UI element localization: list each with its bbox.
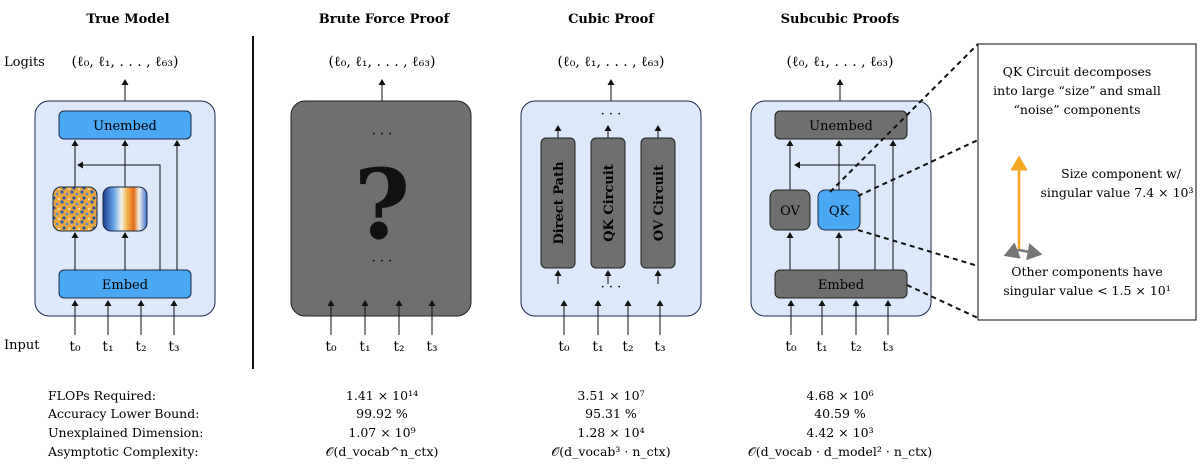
metric-value: 40.59 % xyxy=(814,406,866,421)
direct-path-label: Direct Path xyxy=(552,161,567,245)
noise-component-arrow xyxy=(1003,242,1021,259)
qk-callout-box xyxy=(977,43,1197,321)
metric-value: 1.07 × 10⁹ xyxy=(348,425,415,440)
cubic-bottom-ellipsis: · · · xyxy=(601,280,622,295)
top-ellipsis: · · · xyxy=(372,127,393,142)
qk-label: QK xyxy=(829,204,850,219)
token-t1: t₁ xyxy=(359,339,370,355)
metric-value: 3.51 × 10⁷ xyxy=(577,388,644,403)
token-t3: t₃ xyxy=(882,339,893,355)
title-cubic: Cubic Proof xyxy=(568,12,655,27)
logits-row-label: Logits xyxy=(4,55,45,70)
qk-circuit-label: QK Circuit xyxy=(602,164,617,242)
callout-connector xyxy=(857,139,979,197)
token-t1: t₁ xyxy=(816,339,827,355)
size-line2: singular value 7.4 × 10³ xyxy=(1040,185,1193,200)
metric-value: 1.28 × 10⁴ xyxy=(577,425,644,440)
callout-line2: into large “size” and small xyxy=(993,83,1161,98)
question-mark: ? xyxy=(354,148,410,261)
subcubic-embed-label: Embed xyxy=(818,278,864,293)
ov-label: OV xyxy=(780,204,800,219)
metric-value: 1.41 × 10¹⁴ xyxy=(346,388,418,403)
other-line1: Other components have xyxy=(1011,264,1162,279)
unembed-block xyxy=(58,110,192,140)
token-t2: t₂ xyxy=(850,339,861,355)
bottom-ellipsis: · · · xyxy=(372,254,393,269)
callout-line3: “noise” components xyxy=(1014,102,1141,117)
embed-label: Embed xyxy=(102,278,148,293)
noise-component-arrow xyxy=(1018,243,1043,261)
token-t3: t₃ xyxy=(168,339,179,355)
metric-value: 4.42 × 10³ xyxy=(806,425,873,440)
token-t2: t₂ xyxy=(135,339,146,355)
ov-pattern-image xyxy=(102,186,148,232)
metric-value: 𝒪(d_vocab^n_ctx) xyxy=(326,444,439,459)
qk-pattern-image xyxy=(52,186,98,232)
callout-connector xyxy=(857,229,979,267)
metric-label-accuracy: Accuracy Lower Bound: xyxy=(47,406,199,421)
unembed-label: Unembed xyxy=(93,119,157,134)
callout-connector xyxy=(829,43,979,193)
subcubic-unembed-label: Unembed xyxy=(809,119,873,134)
metric-value: 95.31 % xyxy=(585,406,637,421)
metrics-brute-force: 1.41 × 10¹⁴ 99.92 % 1.07 × 10⁹ 𝒪(d_vocab… xyxy=(326,388,439,459)
size-line1: Size component w/ xyxy=(1061,166,1182,181)
metric-value: 4.68 × 10⁶ xyxy=(806,388,873,403)
other-line2: singular value < 1.5 × 10¹ xyxy=(1003,283,1171,298)
metric-label-dimension: Unexplained Dimension: xyxy=(48,425,203,440)
logits-subcubic: (ℓ₀, ℓ₁, . . . , ℓ₆₃) xyxy=(787,54,894,70)
input-row-label: Input xyxy=(4,338,40,353)
metric-value: 99.92 % xyxy=(356,406,408,421)
cubic-top-ellipsis: · · · xyxy=(601,107,622,122)
title-true-model: True Model xyxy=(86,12,169,27)
token-t3: t₃ xyxy=(426,339,437,355)
metric-label-complexity: Asymptotic Complexity: xyxy=(47,444,199,459)
title-subcubic: Subcubic Proofs xyxy=(781,12,900,27)
callout-line1: QK Circuit decomposes xyxy=(1003,64,1152,79)
token-t2: t₂ xyxy=(622,339,633,355)
subcubic-embed-block xyxy=(774,269,908,299)
logits-cubic: (ℓ₀, ℓ₁, . . . , ℓ₆₃) xyxy=(558,54,665,70)
token-t1: t₁ xyxy=(592,339,603,355)
title-brute-force: Brute Force Proof xyxy=(319,12,451,27)
token-t0: t₀ xyxy=(325,339,337,355)
token-t0: t₀ xyxy=(785,339,797,355)
token-t3: t₃ xyxy=(654,339,665,355)
metric-value: 𝒪(d_vocab³ · n_ctx) xyxy=(551,444,670,459)
metric-label-flops: FLOPs Required: xyxy=(48,388,156,403)
logits-true-model: (ℓ₀, ℓ₁, . . . , ℓ₆₃) xyxy=(72,54,179,70)
metrics-cubic: 3.51 × 10⁷ 95.31 % 1.28 × 10⁴ 𝒪(d_vocab³… xyxy=(551,388,670,459)
metrics-subcubic: 4.68 × 10⁶ 40.59 % 4.42 × 10³ 𝒪(d_vocab … xyxy=(748,388,932,459)
callout-connector xyxy=(906,284,979,319)
subcubic-unembed-block xyxy=(774,110,908,140)
brute-force-box xyxy=(290,100,472,317)
token-t2: t₂ xyxy=(393,339,404,355)
ov-circuit-label: OV Circuit xyxy=(652,165,667,241)
metric-value: 𝒪(d_vocab · d_model² · n_ctx) xyxy=(748,444,932,459)
token-t1: t₁ xyxy=(102,339,113,355)
logits-brute-force: (ℓ₀, ℓ₁, . . . , ℓ₆₃) xyxy=(329,54,436,70)
token-t0: t₀ xyxy=(69,339,81,355)
token-t0: t₀ xyxy=(558,339,570,355)
metrics-labels: FLOPs Required: Accuracy Lower Bound: Un… xyxy=(47,388,203,459)
